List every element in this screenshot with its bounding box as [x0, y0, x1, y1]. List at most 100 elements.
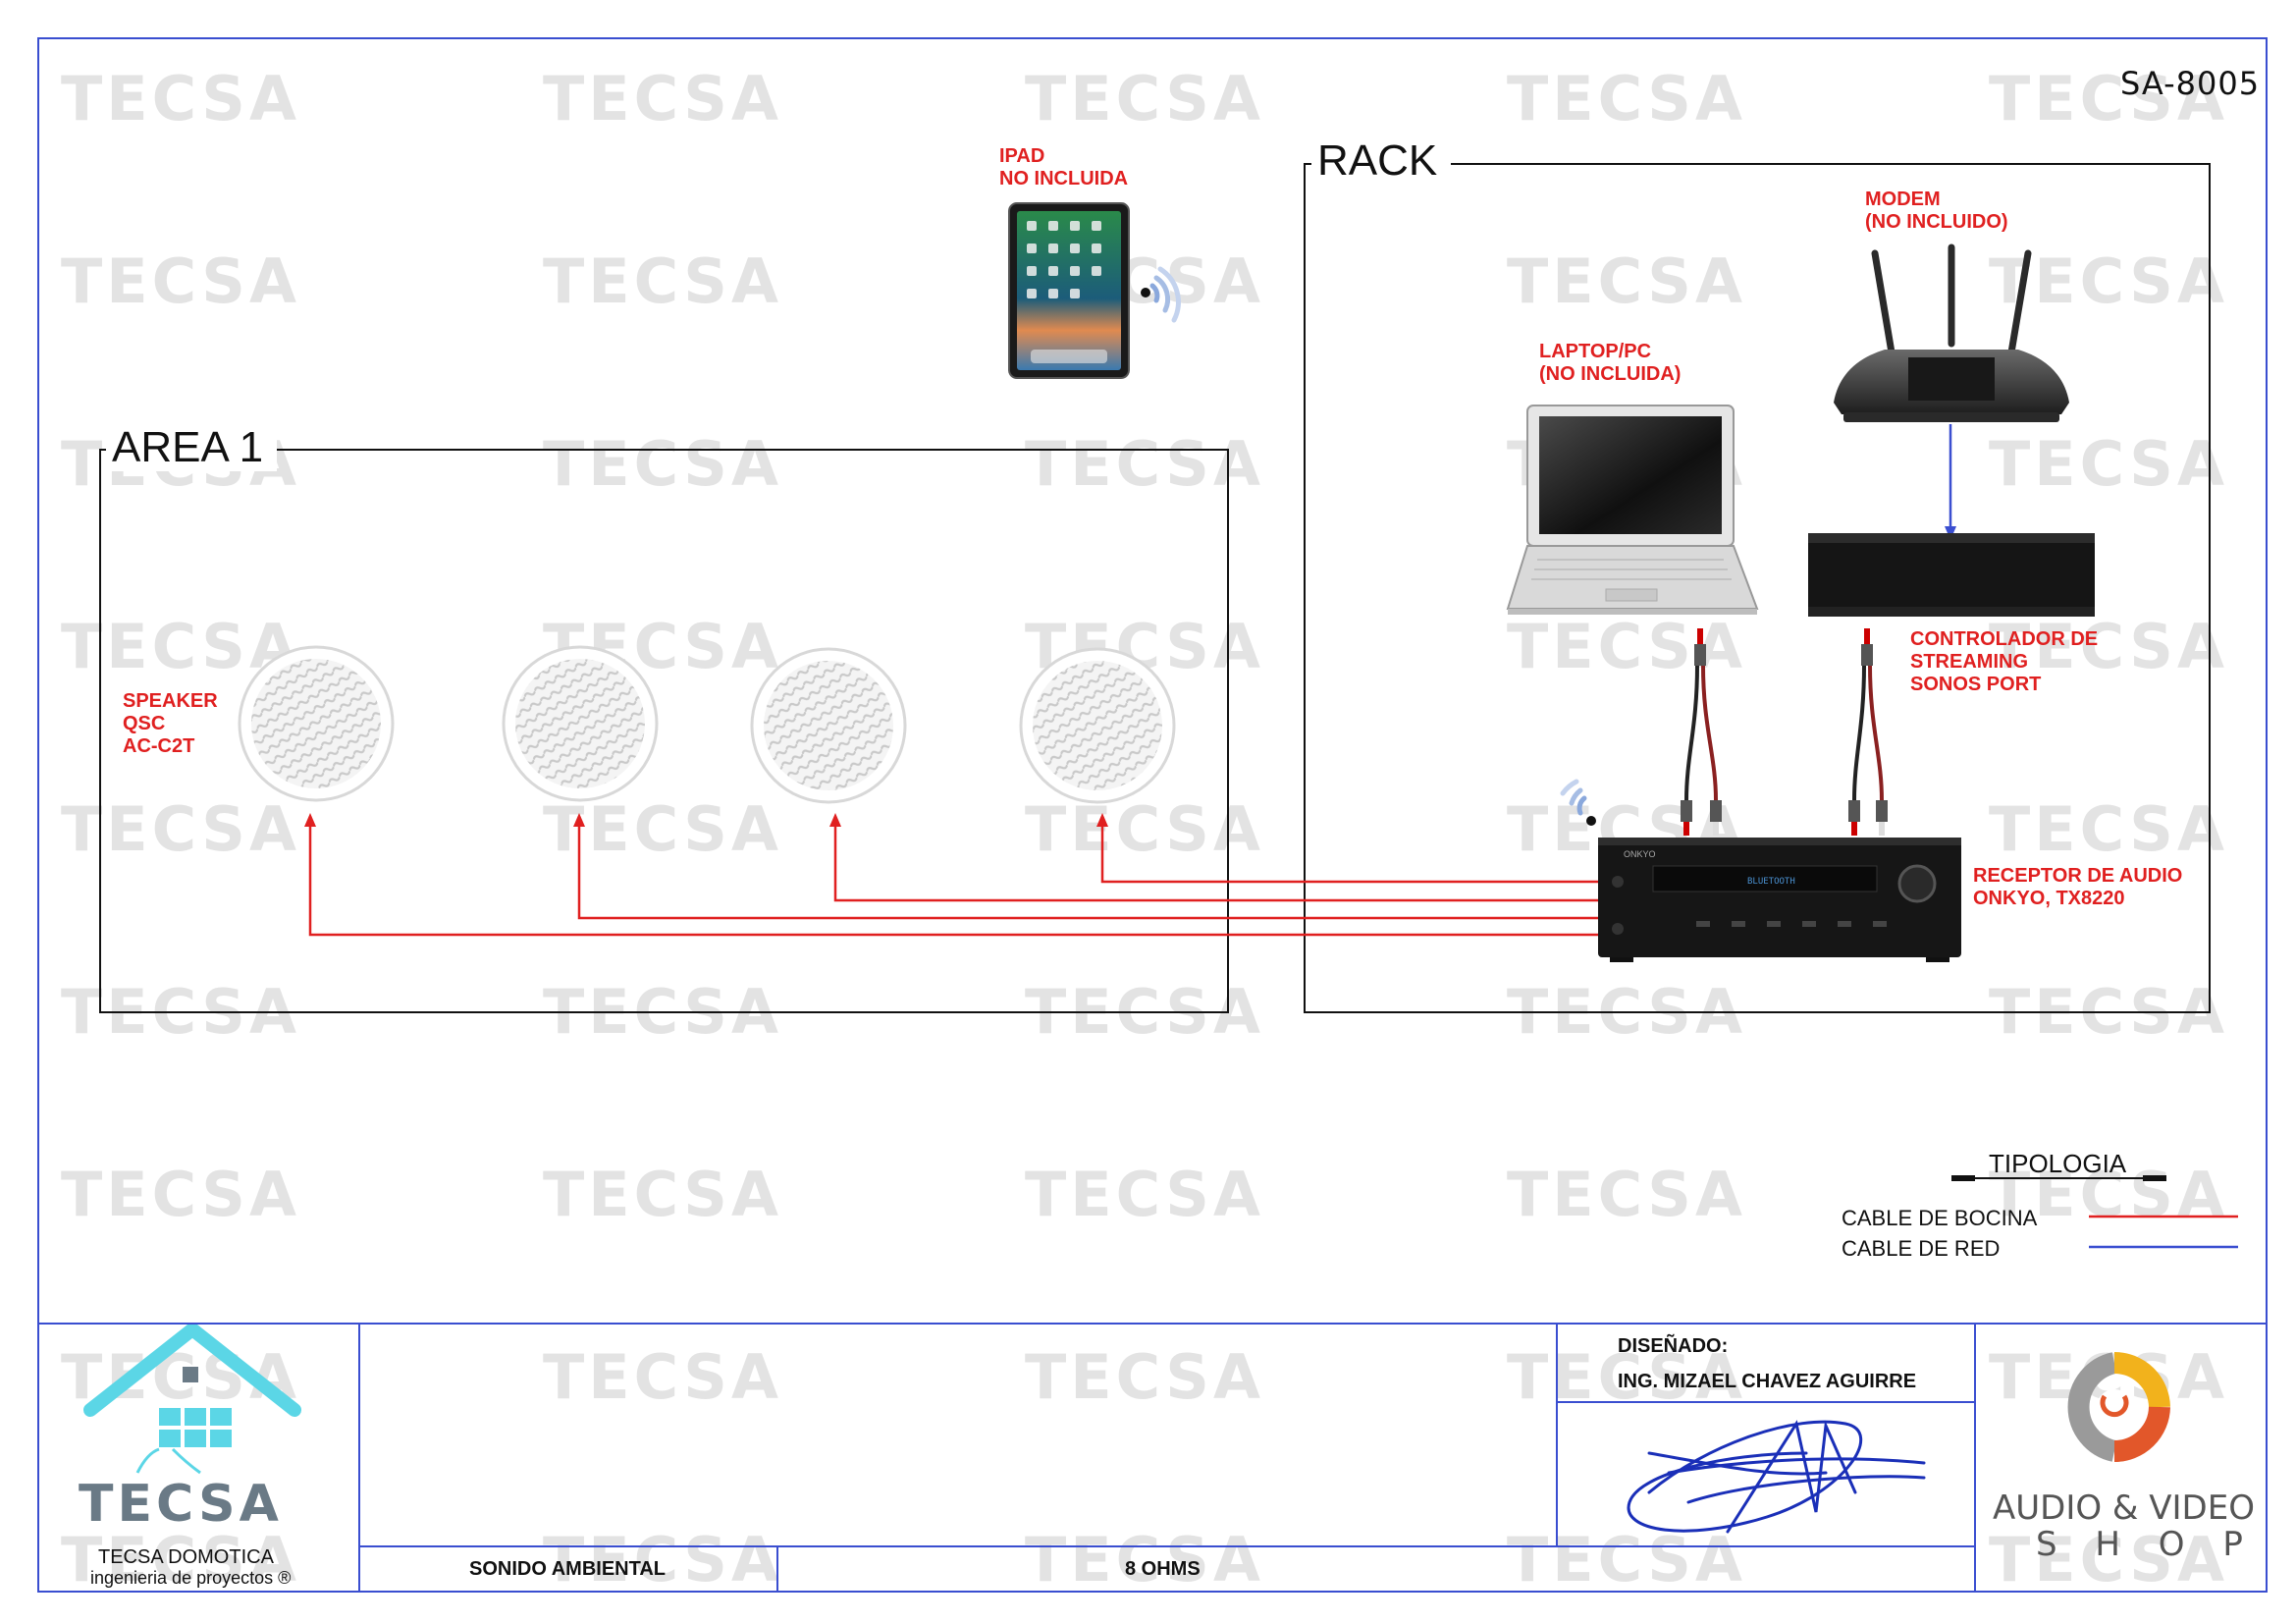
modem-label: MODEM (NO INCLUIDO) — [1865, 189, 2008, 234]
streaming-label-line: SONOS PORT — [1910, 674, 2042, 695]
ipad-label: IPAD NO INCLUIDA — [999, 145, 1128, 190]
legend-graphics — [1951, 1175, 2238, 1249]
speaker-2 — [502, 645, 659, 802]
arrow-icon — [1096, 813, 1108, 827]
watermark-text: TECSA — [543, 245, 782, 317]
watermark-text: TECSA — [1989, 1524, 2228, 1596]
watermark-text: TECSA — [543, 428, 782, 500]
wifi-icon — [1560, 779, 1596, 826]
speaker-4 — [1019, 647, 1176, 804]
receiver-label: RECEPTOR DE AUDIO ONKYO, TX8220 — [1973, 865, 2182, 910]
legend-title: TIPOLOGIA — [1989, 1149, 2127, 1178]
impedance: 8 OHMS — [1125, 1558, 1201, 1580]
speaker-label: SPEAKER QSC AC-C2T — [123, 690, 218, 758]
watermark-text: TECSA — [1989, 1159, 2228, 1230]
watermark-text: TECSA — [1989, 793, 2228, 865]
speaker-cable-2 — [577, 825, 1598, 920]
system-name: SONIDO AMBIENTAL — [469, 1558, 666, 1580]
speaker-cable-arrows — [304, 813, 1108, 827]
arrow-icon — [829, 813, 841, 827]
watermark-text: TECSA — [543, 793, 782, 865]
watermark-text: TECSA — [61, 245, 300, 317]
watermark-text: TECSA — [543, 1341, 782, 1413]
legend-item-speaker-cable: CABLE DE BOCINA — [1842, 1206, 2038, 1230]
speaker-label-line: SPEAKER — [123, 690, 218, 712]
watermark-text: TECSA — [61, 1159, 300, 1230]
receiver-display: BLUETOOTH — [1747, 877, 1795, 887]
speaker-3 — [750, 647, 907, 804]
designed-label: DISEÑADO: — [1618, 1335, 1729, 1357]
rca-cable-streaming — [1848, 628, 1888, 836]
rack-title: RACK — [1311, 137, 1452, 185]
speaker-cable-1 — [308, 825, 1598, 937]
arrow-icon — [304, 813, 316, 827]
watermark-text: TECSA — [1507, 1159, 1746, 1230]
streaming-label-line: CONTROLADOR DE — [1910, 628, 2099, 650]
receiver-image: ONKYO BLUETOOTH — [1598, 838, 1961, 962]
watermark-text: TECSA — [1989, 428, 2228, 500]
tecsa-house-logo — [83, 1323, 301, 1475]
network-cable — [1945, 424, 1956, 540]
speaker-label-line: QSC — [123, 713, 166, 734]
speaker-cable-3 — [833, 825, 1598, 902]
watermark-text: TECSA — [1025, 1524, 1264, 1596]
designer-name: ING. MIZAEL CHAVEZ AGUIRRE — [1618, 1371, 1917, 1392]
watermark-text: TECSA — [1025, 1159, 1264, 1230]
watermark-text: TECSA — [1507, 245, 1746, 317]
laptop-label-line: (NO INCLUIDA) — [1539, 363, 1682, 385]
laptop-image — [1506, 405, 1759, 615]
company-name: TECSA — [79, 1475, 283, 1534]
watermark-text: TECSA — [1507, 1524, 1746, 1596]
legend-item-network-cable: CABLE DE RED — [1842, 1236, 2001, 1261]
watermark-text: TECSA — [1025, 63, 1264, 135]
streaming-label-line: STREAMING — [1910, 651, 2028, 673]
area1-box — [99, 449, 1229, 1013]
company-line2: ingenieria de proyectos ® — [90, 1568, 292, 1588]
ipad-image — [1008, 202, 1130, 379]
modem-label-line: (NO INCLUIDO) — [1865, 211, 2008, 233]
shop-name-line2: S H O P — [2036, 1525, 2257, 1564]
receiver-label-line: ONKYO, TX8220 — [1973, 888, 2125, 909]
watermark-text: TECSA — [543, 1524, 782, 1596]
speaker-1 — [238, 645, 395, 802]
watermark-text: TECSA — [1989, 63, 2228, 135]
designer-signature — [1627, 1420, 1926, 1534]
streaming-label: CONTROLADOR DE STREAMING SONOS PORT — [1910, 628, 2098, 696]
watermark-text: TECSA — [1989, 611, 2228, 682]
ipad-label-line: NO INCLUIDA — [999, 168, 1129, 189]
ipad-label-line: IPAD — [999, 145, 1045, 167]
laptop-label: LAPTOP/PC (NO INCLUIDA) — [1539, 341, 1681, 386]
title-block-main-cell — [358, 1323, 1558, 1547]
title-block-signature-cell — [1556, 1401, 1976, 1547]
watermark-text: TECSA — [543, 1159, 782, 1230]
title-block-shop-cell — [1974, 1323, 2268, 1593]
speaker-cables — [308, 825, 1598, 937]
modem-image — [1834, 243, 2069, 422]
speaker-cable-4 — [1100, 825, 1598, 884]
watermark-text: TECSA — [61, 1524, 300, 1596]
shop-name-line1: AUDIO & VIDEO — [1993, 1488, 2255, 1528]
laptop-label-line: LAPTOP/PC — [1539, 341, 1652, 362]
audio-video-shop-logo — [2067, 1352, 2170, 1462]
drawing-code: SA-8005 — [2120, 65, 2261, 102]
receiver-label-line: RECEPTOR DE AUDIO — [1973, 865, 2183, 887]
watermark-text: TECSA — [543, 63, 782, 135]
rca-cable-laptop — [1681, 628, 1722, 836]
watermark-text: TECSA — [1025, 793, 1264, 865]
company-line1: TECSA DOMOTICA — [98, 1546, 274, 1568]
watermark-text: TECSA — [1507, 1341, 1746, 1413]
area1-title: AREA 1 — [106, 424, 278, 471]
modem-label-line: MODEM — [1865, 189, 1941, 210]
rack-box — [1304, 163, 2211, 1013]
streaming-controller-image — [1808, 533, 2095, 617]
arrow-icon — [573, 813, 585, 827]
watermark-text: TECSA — [1025, 1341, 1264, 1413]
title-block-impedance-cell — [776, 1545, 1976, 1593]
wifi-icon — [1141, 266, 1181, 323]
receiver-brand: ONKYO — [1624, 849, 1656, 859]
watermark-text: TECSA — [1507, 63, 1746, 135]
watermark-text: TECSA — [1025, 428, 1264, 500]
speaker-label-line: AC-C2T — [123, 735, 195, 757]
watermark-text: TECSA — [61, 63, 300, 135]
